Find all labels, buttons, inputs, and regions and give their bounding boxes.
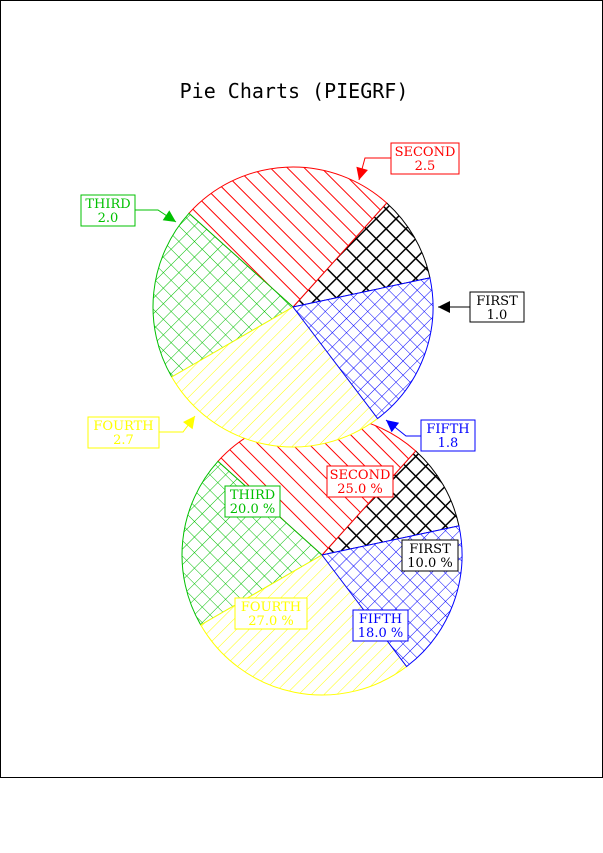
chart-title: Pie Charts (PIEGRF) — [180, 79, 409, 103]
top-slice-fourth — [171, 306, 379, 448]
top-label-box-fifth — [420, 419, 476, 452]
bottom-label-value-second: 25.0 % — [337, 482, 382, 497]
bottom-label-name-fifth: FIFTH — [359, 612, 402, 627]
top-label-name-fifth: FIFTH — [426, 422, 469, 437]
top-label-value-third: 2.0 — [98, 211, 119, 226]
top-label-value-first: 1.0 — [487, 308, 508, 323]
top-label-value-fourth: 2.7 — [113, 433, 134, 448]
bottom-label-box-fourth — [234, 597, 308, 630]
top-label-name-first: FIRST — [476, 294, 518, 309]
top-slice-first — [291, 202, 431, 308]
bottom-label-box-first — [401, 539, 459, 572]
pie-labels-values: FIRST1.0SECOND2.5THIRD2.0FOURTH2.7FIFTH1… — [80, 142, 525, 452]
bottom-label-name-first: FIRST — [409, 542, 451, 557]
top-label-name-fourth: FOURTH — [93, 419, 153, 434]
top-arrowhead-third — [162, 210, 176, 222]
bottom-label-value-third: 20.0 % — [230, 502, 275, 517]
bottom-slice-first — [320, 450, 460, 556]
top-slice-fifth — [292, 277, 434, 420]
bottom-label-value-fifth: 18.0 % — [358, 626, 403, 641]
top-arrowhead-first — [438, 301, 450, 313]
bottom-label-name-third: THIRD — [230, 488, 275, 503]
top-label-box-first — [469, 291, 525, 323]
top-label-value-second: 2.5 — [415, 159, 436, 174]
top-arrowhead-fourth — [183, 416, 195, 430]
top-slice-third — [152, 212, 294, 378]
top-arrowhead-fifth — [386, 420, 400, 433]
top-slice-second — [188, 166, 388, 308]
top-label-name-third: THIRD — [85, 197, 130, 212]
bottom-label-value-fourth: 27.0 % — [248, 614, 293, 629]
bottom-slice-third — [181, 460, 323, 626]
bottom-label-box-third — [224, 485, 281, 518]
bottom-label-box-second — [326, 465, 394, 498]
pie-chart-values — [152, 166, 434, 448]
bottom-label-box-fifth — [352, 609, 409, 642]
top-label-box-third — [80, 194, 136, 227]
top-label-value-fifth: 1.8 — [438, 436, 459, 451]
top-label-name-second: SECOND — [395, 145, 456, 160]
bottom-label-name-second: SECOND — [330, 468, 391, 483]
top-label-box-second — [390, 142, 460, 175]
top-arrowhead-second — [356, 166, 368, 180]
bottom-label-name-fourth: FOURTH — [241, 600, 301, 615]
bottom-label-value-first: 10.0 % — [407, 556, 452, 571]
pie-chart-percent — [181, 414, 463, 696]
